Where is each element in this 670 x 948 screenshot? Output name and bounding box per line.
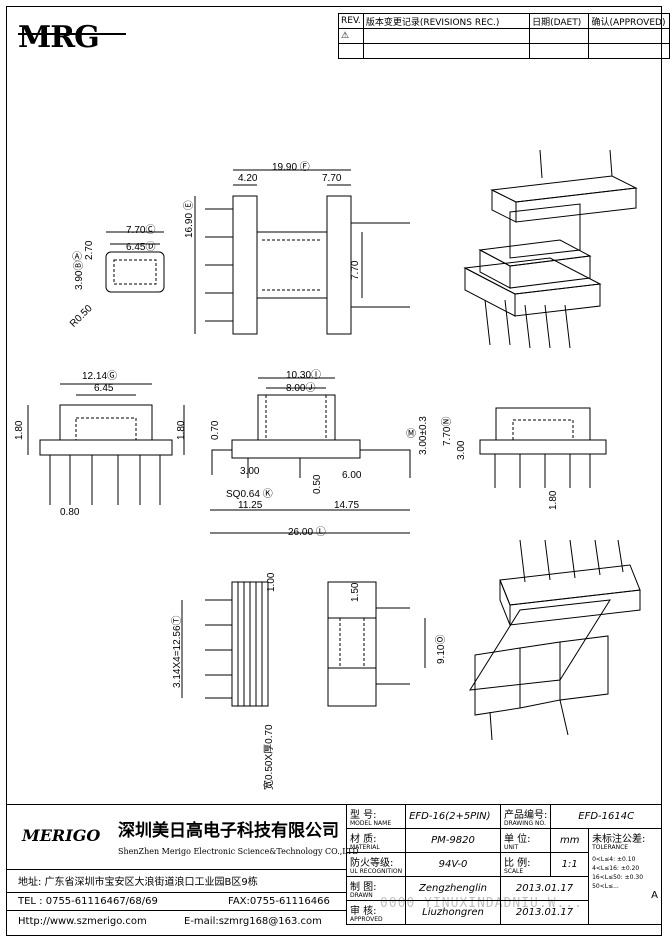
dim-mid-a: 0.50 (312, 474, 323, 494)
company-website: Http://www.szmerigo.com (18, 916, 147, 927)
material-value: PM-9820 (405, 828, 501, 853)
company-address: 地址: 广东省深圳市宝安区大浪街道浪口工业园B区9栋 (18, 877, 258, 888)
isometric-view-top (463, 149, 638, 349)
tolerance-3: 16<L≤50: ±0.30 (592, 874, 644, 881)
dim-section-width: 7.70Ⓒ (126, 225, 156, 236)
dim-front-h2: 1.80 (176, 420, 187, 440)
dim-flange-right: 7.70 (322, 173, 342, 184)
company-name-cn: 深圳美日高电子科技有限公司 (118, 821, 339, 841)
watermark: 0000 YINUXINDADNIU.W... (380, 896, 584, 911)
front-view (27, 383, 185, 505)
dim-mid-c: 11.25 (238, 500, 263, 511)
dim-overall-width: 19.90 Ⓕ (272, 162, 310, 173)
top-view-right-flange (326, 195, 352, 335)
side-view (210, 377, 411, 534)
dim-top-inner: 7.70 (350, 260, 361, 280)
tolerance-4: 50<L≤... (592, 883, 619, 890)
dim-bottom-b: 1.50 (350, 582, 361, 602)
dim-mid-d: 14.75 (334, 500, 360, 511)
material-label: 材 质: (350, 834, 377, 845)
dim-bottom-width: 9.10Ⓞ (436, 634, 447, 664)
scale-value: 1:1 (550, 852, 590, 877)
top-view-core (256, 231, 328, 299)
dim-mid-h3: 3.00±0.3 (418, 416, 429, 455)
isometric-view-bottom (469, 539, 641, 741)
drawn-date: 2013.01.17 (499, 876, 590, 901)
dim-mid-width: 10.30Ⓘ (286, 370, 322, 381)
company-fax: FAX:0755-61116466 (228, 896, 330, 907)
dim-front-pin: 0.80 (60, 507, 80, 518)
unit-label: 单 位: (503, 834, 531, 845)
model-value: EFD-16(2+5PIN) (405, 804, 501, 829)
drawing-frame (6, 6, 662, 936)
bottom-view (181, 581, 426, 707)
tolerance-label: 未标注公差: (592, 834, 646, 845)
dim-mid-width-inner: 8.00Ⓙ (286, 383, 316, 394)
dim-front-width-inner: 6.45 (94, 383, 114, 394)
approved-by-label: 审 核: (350, 906, 377, 917)
top-view-pins (205, 208, 410, 322)
dim-flange-left: 4.20 (238, 173, 258, 184)
merigo-logo: MERIGO (22, 826, 101, 845)
company-tel: TEL : 0755-61116467/68/69 (18, 896, 158, 907)
bobbin-section-outer (105, 251, 165, 293)
dim-bottom-pin-size: 宽0.50X厚0.70 (264, 724, 275, 790)
mrg-logo: MRG (18, 20, 100, 55)
fire-label: 防火等级: (350, 858, 394, 869)
bobbin-section-inner (113, 259, 157, 285)
scale-label: 比 例: (503, 858, 531, 869)
dim-mid-b: 6.00 (342, 470, 362, 481)
dim-section-width-inner: 6.45Ⓓ (126, 242, 156, 253)
drawing-no: EFD-1614C (550, 804, 662, 829)
dim-mid-h2: 3.00 (240, 466, 260, 477)
dim-bottom-a: 1.00 (266, 572, 277, 592)
tolerance-1: 0<L≤4: ±0.10 (592, 856, 636, 863)
tolerance-2: 4<L≤16: ±0.20 (592, 865, 640, 872)
dim-side-a: 3.00 (456, 440, 467, 460)
dim-side-b: 1.80 (548, 490, 559, 510)
logo-underline (18, 33, 126, 35)
unit-value: mm (550, 828, 590, 853)
title-block: 型 号:MODEL NAME EFD-16(2+5PIN) 产品编号:DRAWI… (345, 804, 662, 925)
revision-table: REV. 版本变更记录(REVISIONS REC.) 日期(DAET) 确认(… (338, 13, 670, 59)
dim-section-a: 2.70 (84, 240, 95, 260)
dim-mid-square-pin: SQ0.64 Ⓚ (226, 489, 273, 500)
dim-front-width: 12.14Ⓖ (82, 371, 118, 382)
dim-mid-total: 26.00 Ⓛ (288, 527, 326, 538)
dim-mid-m-marker: Ⓜ (406, 429, 416, 440)
dim-section-a-marker: Ⓐ (72, 252, 82, 263)
drawing-label: 产品编号: (503, 810, 548, 821)
company-name-en: ShenZhen Merigo Electronic Science&Techn… (118, 847, 359, 856)
company-email: E-mail:szmrg168@163.com (184, 916, 322, 927)
dim-bottom-pitch: 3.14X4=12.56Ⓣ (172, 615, 183, 688)
dim-front-h1: 1.80 (14, 420, 25, 440)
drawn-label: 制 图: (350, 882, 377, 893)
dim-side-height: 7.70Ⓝ (442, 416, 453, 446)
model-label: 型 号: (350, 810, 377, 821)
approved-date: 2013.01.17 (499, 900, 590, 925)
dim-mid-h1: 0.70 (210, 420, 221, 440)
dim-top-height: 16.90 Ⓔ (184, 200, 195, 238)
fire-value: 94V-0 (405, 852, 501, 877)
end-view (479, 407, 607, 488)
top-view-left-flange (232, 195, 258, 335)
dim-section-b: 3.90Ⓑ (74, 260, 85, 290)
approved-by: Liuzhongren (405, 900, 501, 925)
page-mark: A (651, 890, 658, 901)
